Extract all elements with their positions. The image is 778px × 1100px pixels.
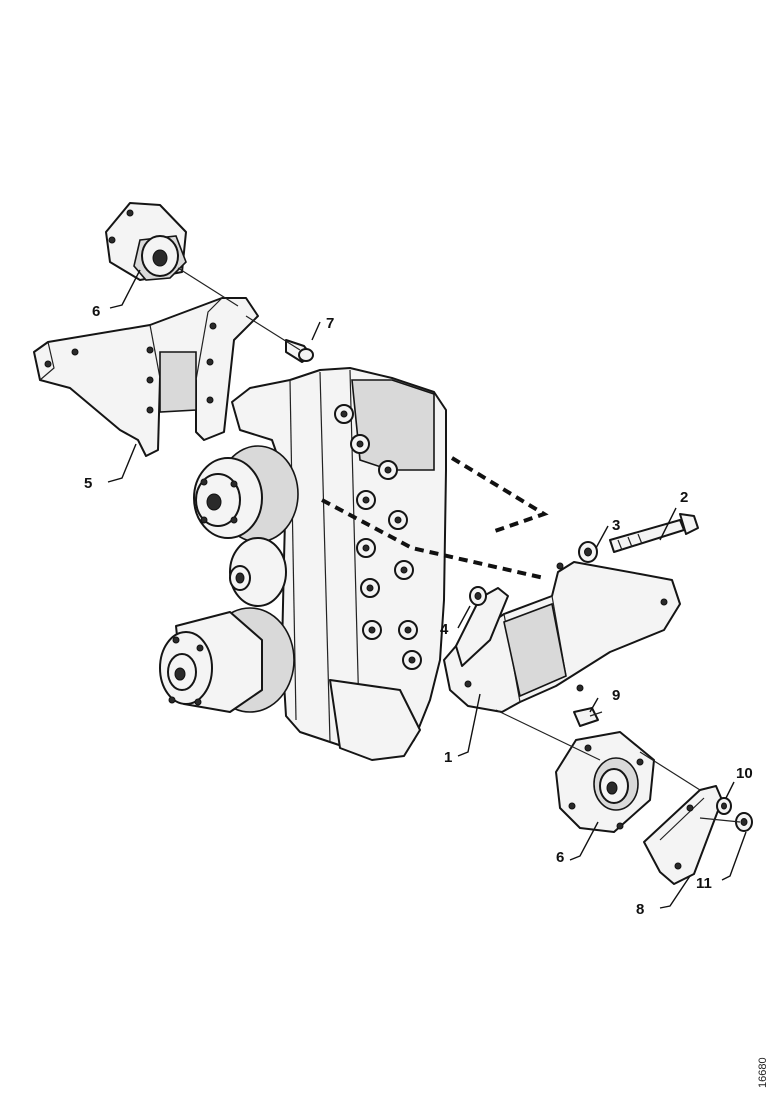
callout-7: 7	[326, 315, 334, 332]
nut-11	[735, 812, 753, 832]
nut-4	[469, 586, 487, 606]
bolt-9	[573, 707, 603, 727]
lower-rubber-mount	[555, 731, 655, 833]
upper-rubber-mount	[105, 202, 187, 281]
callout-2: 2	[680, 489, 688, 506]
rear-bracket	[643, 785, 723, 885]
callout-6-top: 6	[92, 303, 100, 320]
upper-bracket	[33, 297, 259, 457]
washer-3	[578, 541, 598, 563]
upper-output-flange	[193, 445, 299, 543]
callout-6-bottom: 6	[556, 849, 564, 866]
callout-1: 1	[444, 749, 452, 766]
callout-4: 4	[440, 621, 449, 638]
bolt-2	[609, 513, 699, 553]
lower-output-flange	[159, 607, 295, 713]
callout-5: 5	[84, 475, 92, 492]
washer-10	[716, 797, 732, 815]
assembly-lines	[177, 267, 741, 823]
alignment-lines	[321, 456, 549, 580]
callout-11: 11	[696, 875, 712, 892]
callout-8: 8	[636, 901, 644, 918]
callout-3: 3	[612, 517, 620, 534]
lower-bracket	[443, 561, 681, 713]
callout-9: 9	[612, 687, 620, 704]
reference-number: 16680	[757, 1057, 769, 1088]
callout-10: 10	[736, 765, 753, 782]
callout-leaders	[107, 269, 747, 909]
middle-shaft-stub	[229, 537, 287, 607]
